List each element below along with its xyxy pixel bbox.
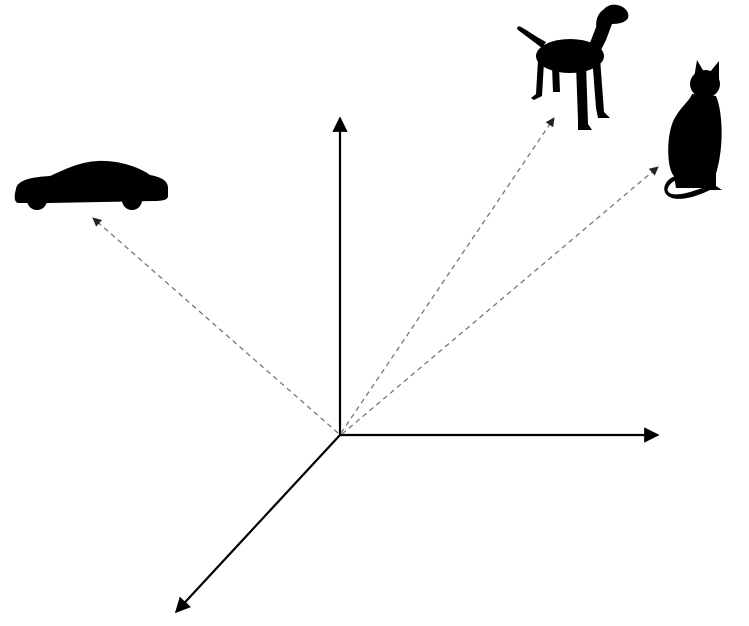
dog-vector <box>340 117 555 434</box>
z-axis <box>174 434 341 614</box>
cat-icon <box>664 60 722 199</box>
car-icon <box>14 160 168 210</box>
cat-vector <box>341 166 659 435</box>
axes <box>174 116 660 614</box>
car-vector <box>92 217 339 434</box>
vectors <box>92 117 659 435</box>
dog-icon <box>517 4 629 130</box>
